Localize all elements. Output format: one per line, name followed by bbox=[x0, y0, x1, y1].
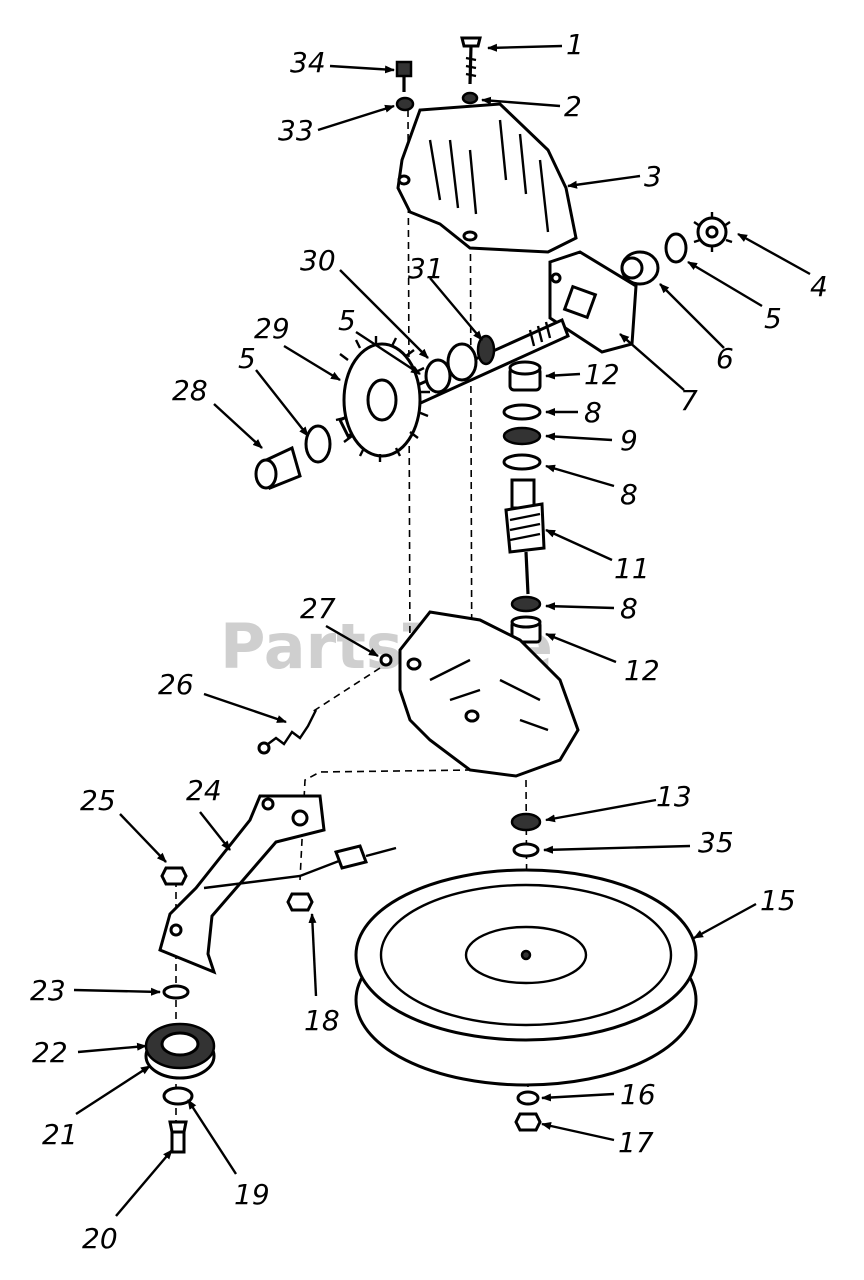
callout-11: 11 bbox=[614, 552, 650, 585]
bushing-28 bbox=[254, 445, 302, 490]
callout-1: 1 bbox=[566, 28, 584, 61]
bolt-1 bbox=[460, 36, 482, 85]
callout-13: 13 bbox=[656, 780, 692, 813]
washer-19 bbox=[162, 1086, 194, 1106]
callout-31: 31 bbox=[408, 252, 444, 285]
bearing-13 bbox=[510, 812, 542, 832]
callout-8-top: 8 bbox=[584, 396, 602, 429]
nut-17 bbox=[514, 1112, 542, 1132]
washer-5-left bbox=[304, 424, 332, 464]
spring-26 bbox=[257, 709, 318, 755]
callout-9: 9 bbox=[620, 424, 638, 457]
bolt-18 bbox=[286, 892, 314, 912]
gear-29 bbox=[335, 336, 430, 462]
bushing-30-31 bbox=[424, 334, 496, 394]
vertical-shaft-stack bbox=[502, 360, 546, 644]
pulley-15 bbox=[354, 868, 698, 1087]
callout-2: 2 bbox=[564, 90, 582, 123]
plate-7 bbox=[548, 250, 638, 354]
callout-8-low: 8 bbox=[620, 592, 638, 625]
idler-arm-24 bbox=[158, 794, 397, 975]
bushing-6 bbox=[620, 250, 660, 286]
callout-26: 26 bbox=[158, 668, 194, 701]
pin-27 bbox=[379, 653, 393, 667]
callout-4: 4 bbox=[810, 270, 828, 303]
callout-24: 24 bbox=[186, 774, 222, 807]
washer-35 bbox=[512, 842, 540, 858]
callout-12-low: 12 bbox=[624, 654, 660, 687]
callout-17: 17 bbox=[618, 1126, 654, 1159]
callout-5-left: 5 bbox=[238, 342, 256, 375]
callout-18: 18 bbox=[304, 1004, 340, 1037]
callout-21: 21 bbox=[42, 1118, 78, 1151]
callout-28: 28 bbox=[172, 374, 208, 407]
callout-7: 7 bbox=[680, 384, 698, 417]
callout-3: 3 bbox=[644, 160, 662, 193]
idler-pulley-22 bbox=[144, 1022, 216, 1080]
callout-29: 29 bbox=[254, 312, 290, 345]
callout-34: 34 bbox=[290, 46, 326, 79]
bolt-34 bbox=[395, 60, 413, 92]
callout-15: 15 bbox=[760, 884, 796, 917]
washer-33 bbox=[395, 96, 415, 112]
callout-19: 19 bbox=[234, 1178, 270, 1211]
leader-lines bbox=[73, 43, 811, 1217]
nut-25 bbox=[160, 866, 188, 886]
upper-gearbox-housing bbox=[396, 102, 578, 254]
washer-5-right bbox=[664, 232, 688, 264]
callout-33: 33 bbox=[278, 114, 314, 147]
washer-16 bbox=[516, 1090, 540, 1106]
washer-2 bbox=[461, 91, 479, 105]
callout-5: 5 bbox=[764, 302, 782, 335]
bolt-20 bbox=[168, 1120, 188, 1154]
callout-27: 27 bbox=[300, 592, 336, 625]
callout-16: 16 bbox=[620, 1078, 656, 1111]
callout-35: 35 bbox=[698, 826, 734, 859]
callout-12-top: 12 bbox=[584, 358, 620, 391]
callout-20: 20 bbox=[82, 1222, 118, 1255]
lower-gearbox-housing bbox=[398, 610, 580, 778]
callout-23: 23 bbox=[30, 974, 66, 1007]
callout-6: 6 bbox=[716, 342, 734, 375]
callout-25: 25 bbox=[80, 784, 116, 817]
callout-5-mid: 5 bbox=[338, 304, 356, 337]
callout-22: 22 bbox=[32, 1036, 68, 1069]
callout-8-mid: 8 bbox=[620, 478, 638, 511]
callout-30: 30 bbox=[300, 244, 336, 277]
callout-labels: 1 2 3 4 5 6 7 5 30 31 5 29 28 12 8 9 8 1… bbox=[30, 28, 828, 1255]
washer-23 bbox=[162, 984, 190, 1000]
sprocket-4 bbox=[693, 212, 733, 252]
